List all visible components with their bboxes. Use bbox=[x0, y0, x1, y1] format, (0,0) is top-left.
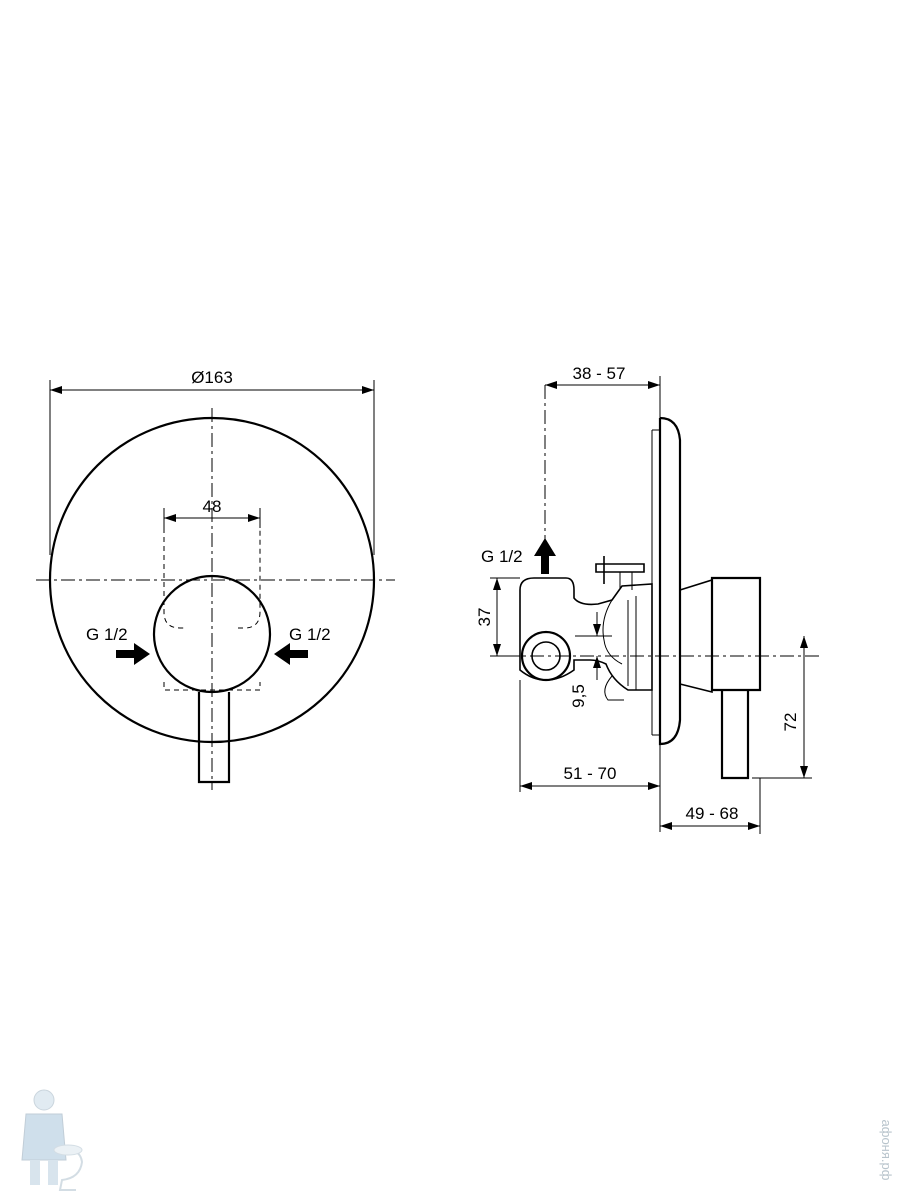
height-left-label: 37 bbox=[475, 608, 494, 627]
hidden-body-outline bbox=[163, 510, 261, 691]
inlet-left-label: G 1/2 bbox=[86, 625, 128, 644]
handle-body bbox=[710, 576, 762, 692]
diameter-label: Ø163 bbox=[191, 368, 233, 387]
plumber-mascot-logo bbox=[21, 1089, 84, 1191]
side-view: G 1/2 38 - 57 37 9,5 51 - 70 72 49 - 68 bbox=[475, 364, 820, 834]
inlet-left-arrow-icon bbox=[116, 643, 150, 665]
front-view: Ø163 48 G 1/2 G 1/2 bbox=[36, 368, 395, 790]
depth-bottom-label: 51 - 70 bbox=[564, 764, 617, 783]
side-lever bbox=[720, 690, 750, 780]
outlet-label: G 1/2 bbox=[481, 547, 523, 566]
valve-body-contour bbox=[604, 675, 624, 701]
cover-plate-profile bbox=[658, 416, 682, 746]
inlet-port-inner bbox=[531, 641, 561, 671]
width-label: 48 bbox=[203, 497, 222, 516]
inlet-port-outer bbox=[520, 630, 572, 682]
inlet-right-arrow-icon bbox=[274, 643, 308, 665]
outlet-arrow-icon bbox=[534, 538, 556, 574]
projection-label: 49 - 68 bbox=[686, 804, 739, 823]
cover-plate-outline bbox=[48, 416, 376, 744]
depth-top-label: 38 - 57 bbox=[573, 364, 626, 383]
valve-body-contour bbox=[602, 599, 623, 665]
mounting-screw bbox=[595, 563, 645, 573]
hub-outline bbox=[152, 574, 272, 694]
valve-body bbox=[519, 577, 653, 691]
escutcheon-cone bbox=[679, 578, 713, 694]
watermark-text: афоня.рф bbox=[879, 1120, 894, 1181]
offset-label: 9,5 bbox=[569, 684, 588, 708]
inlet-right-label: G 1/2 bbox=[289, 625, 331, 644]
lever-handle bbox=[197, 692, 231, 784]
height-right-label: 72 bbox=[781, 713, 800, 732]
